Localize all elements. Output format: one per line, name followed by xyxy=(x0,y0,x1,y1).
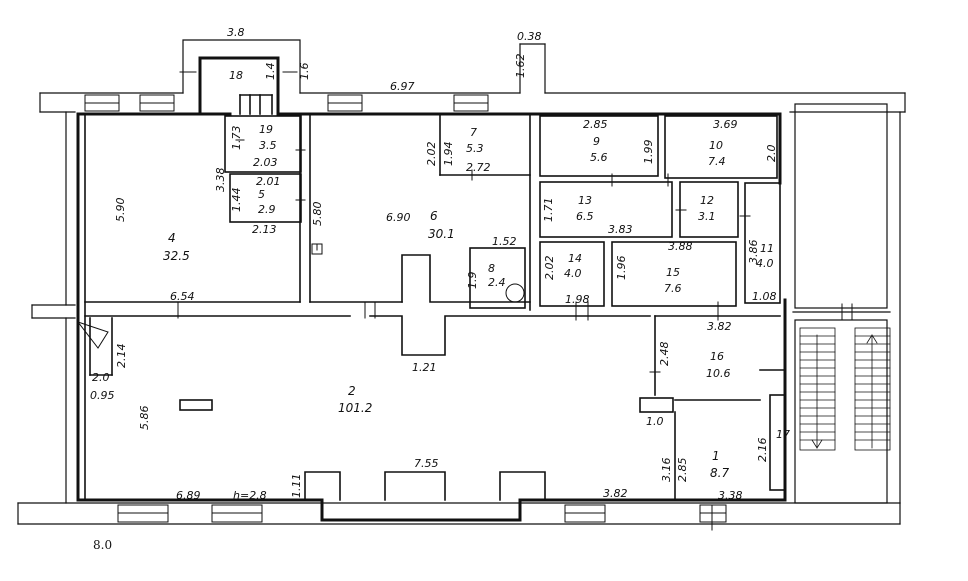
room-area-15: 7.6 xyxy=(664,282,682,295)
room-number-10: 10 xyxy=(709,139,723,152)
dimension-labels: 3.8 1.4 1.6 0.38 1.62 6.97 1.73 2.03 3.3… xyxy=(90,26,778,502)
dimension: 1.6 xyxy=(298,63,311,81)
room-number-16: 16 xyxy=(710,350,724,363)
interior-walls xyxy=(84,94,786,501)
dimension: 3.83 xyxy=(608,223,633,236)
dimension: 5.86 xyxy=(138,406,151,431)
dimension: 3.82 xyxy=(707,320,732,333)
dimension: 3.38 xyxy=(214,168,227,193)
dimension: 3.8 xyxy=(227,26,245,39)
dimension: 3.69 xyxy=(713,118,738,131)
dimension: 1.71 xyxy=(542,198,555,223)
dimension: 2.72 xyxy=(466,161,491,174)
dimension: 7.55 xyxy=(414,457,439,470)
dimension: 1.99 xyxy=(642,140,655,165)
room-area-8: 2.4 xyxy=(488,276,506,289)
dimension: 2.85 xyxy=(583,118,608,131)
dimension: 6.90 xyxy=(386,211,411,224)
room-area-10: 7.4 xyxy=(708,155,726,168)
room-number-5: 5 xyxy=(258,188,265,201)
room-area-19: 3.5 xyxy=(259,139,277,152)
room-number-12: 12 xyxy=(700,194,714,207)
dimension: 5.90 xyxy=(114,198,127,223)
dimension: 3.88 xyxy=(668,240,693,253)
dimension: 2.85 xyxy=(676,458,689,483)
dimension: 2.16 xyxy=(756,438,769,463)
door-marks xyxy=(76,71,853,531)
dimension: 6.89 xyxy=(176,489,201,502)
room-area-6: 30.1 xyxy=(428,227,455,241)
dimension: h=2.8 xyxy=(233,489,267,502)
room-number-15: 15 xyxy=(666,266,680,279)
stair-treads xyxy=(799,327,891,451)
room-area-1: 8.7 xyxy=(710,466,729,480)
room-area-7: 5.3 xyxy=(466,142,484,155)
room-number-11: 11 xyxy=(760,242,774,255)
room-area-12: 3.1 xyxy=(698,210,716,223)
dimension: 5.80 xyxy=(311,202,324,227)
dimension: 3.16 xyxy=(660,458,673,483)
dimension: 1.94 xyxy=(442,142,455,167)
dimension: 2.02 xyxy=(543,256,556,281)
dimension: 1.9 xyxy=(466,272,479,290)
room-area-2: 101.2 xyxy=(338,401,372,415)
dimension: 2.13 xyxy=(252,223,277,236)
dimension: 1.73 xyxy=(230,126,243,151)
room-number-17: 17 xyxy=(776,428,790,441)
dimension: 6.54 xyxy=(170,290,195,303)
dimension: 2.0 xyxy=(765,145,778,163)
room-number-6: 6 xyxy=(430,209,438,223)
room-number-7: 7 xyxy=(470,126,477,139)
dimension: 1.96 xyxy=(615,256,628,281)
dimension: 6.97 xyxy=(390,80,415,93)
room-number-14: 14 xyxy=(568,252,582,265)
dimension: 3.82 xyxy=(603,487,628,500)
room-number-13: 13 xyxy=(578,194,592,207)
room-number-9: 9 xyxy=(593,135,600,148)
room-area-16: 10.6 xyxy=(706,367,731,380)
dimension: 1.21 xyxy=(412,361,437,374)
dimension: 1.11 xyxy=(290,474,303,499)
dimension: 2.02 xyxy=(425,142,438,167)
dimension: 2.14 xyxy=(115,344,128,369)
room-number-8: 8 xyxy=(488,262,495,275)
room-number-2: 2 xyxy=(348,384,356,398)
room-area-4: 32.5 xyxy=(163,249,190,263)
premises-outline xyxy=(76,56,787,522)
room-number-18: 18 xyxy=(229,69,243,82)
outer-building-outline xyxy=(17,39,906,525)
room-labels: 1 8.7 2 101.2 4 32.5 5 2.9 6 30.1 7 5.3 … xyxy=(163,69,790,480)
dimension: 1.52 xyxy=(492,235,517,248)
dimension: 0.38 xyxy=(517,30,542,43)
dimension: 2.03 xyxy=(253,156,278,169)
dimension: 0.95 xyxy=(90,389,115,402)
dimension: 1.08 xyxy=(752,290,777,303)
room-number-1: 1 xyxy=(712,449,720,463)
room-number-19: 19 xyxy=(259,123,273,136)
dimension: 2.48 xyxy=(658,342,671,367)
dimension: 1.62 xyxy=(514,54,527,79)
dimension: 1.44 xyxy=(230,188,243,213)
dimension: 3.86 xyxy=(747,240,760,265)
windows xyxy=(84,94,727,523)
dimension: 1.4 xyxy=(264,63,277,81)
room-area-9: 5.6 xyxy=(590,151,608,164)
room-number-4: 4 xyxy=(168,231,176,245)
scale-note: 8.0 xyxy=(93,538,112,552)
room-area-13: 6.5 xyxy=(576,210,594,223)
dimension: 1.98 xyxy=(565,293,590,306)
room-area-14: 4.0 xyxy=(564,267,582,280)
dimension: 2.0 xyxy=(92,371,110,384)
dimension: 2.01 xyxy=(256,175,281,188)
dimension: 3.38 xyxy=(718,489,743,502)
room-area-11: 4.0 xyxy=(756,257,774,270)
room-area-5: 2.9 xyxy=(258,203,276,216)
dimension: 1.0 xyxy=(646,415,664,428)
